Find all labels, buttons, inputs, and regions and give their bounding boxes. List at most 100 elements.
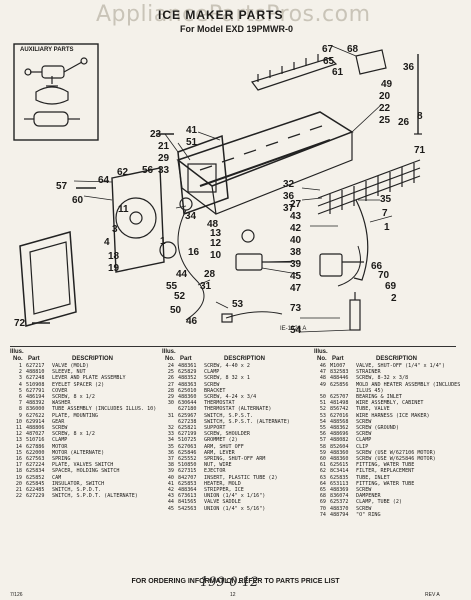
cell-desc: SCREW, 8 x 1/2 (52, 431, 95, 438)
callout-18: 18 (108, 251, 120, 262)
callout-55: 55 (166, 281, 178, 292)
cell-part: 510716 (26, 437, 45, 444)
callout-56: 56 (142, 165, 154, 176)
cell-no: 62 (319, 468, 326, 475)
cell-no: 53 (319, 412, 326, 419)
callout-35: 35 (380, 194, 392, 205)
cell-no: 43 (167, 493, 174, 500)
cell-no: 1 (18, 363, 22, 369)
cell-desc: SLEEVE, NUT (52, 369, 86, 376)
cell-part: 627248 (26, 375, 45, 382)
cell-no: 22 (15, 493, 22, 500)
cell-no: 24 (167, 363, 174, 369)
cell-part: 625834 (26, 468, 45, 475)
cell-part: 486194 (26, 394, 45, 401)
cell-part: 627791 (26, 387, 45, 394)
cell-part: 625615 (330, 462, 349, 469)
cell-part: 488360 (330, 449, 349, 456)
mold-cavities (199, 125, 323, 171)
cabinet-wire (225, 311, 283, 319)
cell-desc: GEAR (52, 418, 65, 425)
diagram-reference-code: IE-1326 A (280, 326, 307, 332)
leader-lines (73, 45, 393, 333)
callout-28: 28 (204, 269, 216, 280)
cell-no: 36 (167, 449, 174, 456)
cell-part: 488696 (330, 431, 349, 438)
cell-no: 44 (167, 499, 174, 506)
cell-no: 11 (15, 425, 22, 432)
cell-desc: SCREW (USE W/627106 MOTOR) (356, 449, 436, 456)
cell-part: 832583 (330, 369, 349, 376)
callout-12: 12 (210, 238, 222, 249)
cell-no: 30 (167, 400, 174, 407)
cell-part: 627238 (178, 418, 197, 425)
cell-no: 6 (18, 394, 22, 401)
callout-2: 2 (391, 293, 397, 304)
callout-38: 38 (290, 247, 302, 258)
cell-no: 74 (319, 511, 326, 518)
cell-part: 488369 (330, 487, 349, 494)
callout-66: 66 (371, 261, 383, 272)
cell-part: 852604 (330, 443, 349, 450)
cell-no: 5 (18, 387, 22, 394)
cell-desc: SCREW, SHOULDER (204, 431, 251, 438)
cell-no: 69 (319, 499, 326, 506)
cell-desc: SCREW (204, 381, 220, 388)
callout-26: 26 (398, 117, 410, 128)
fitting-stack (349, 299, 361, 331)
cell-desc: MOTOR (ALTERNATE) (52, 449, 105, 456)
cell-no: 39 (167, 468, 174, 475)
cell-desc: WASHER (52, 400, 71, 407)
callout-33: 33 (158, 165, 170, 176)
callout-37: 37 (283, 203, 295, 214)
callout-68: 68 (347, 44, 359, 55)
cell-no: 35 (167, 443, 174, 450)
callout-40: 40 (290, 235, 302, 246)
callout-62: 62 (117, 167, 129, 178)
cell-part: 625967 (178, 412, 197, 419)
cell-part: 627063 (178, 443, 197, 450)
cell-desc: TUBE, INLET (356, 474, 390, 481)
cell-no: 21 (15, 487, 22, 494)
cell-part: 836074 (330, 493, 349, 500)
ejector-shaft (199, 139, 331, 187)
callout-53: 53 (232, 299, 244, 310)
cell-part: 625707 (330, 394, 349, 401)
ordering-note: FOR ORDERING INFORMATION REFER TO PARTS … (131, 578, 340, 585)
callout-52: 52 (174, 291, 186, 302)
auxiliary-parts-box (13, 43, 99, 141)
cell-part: M1007 (330, 363, 346, 369)
callout-7: 7 (382, 208, 388, 219)
cell-part: 627016 (330, 412, 349, 419)
callout-67: 67 (322, 44, 334, 55)
callout-51: 51 (186, 137, 198, 148)
fill-cup (355, 49, 387, 75)
cell-no: 49 (319, 381, 326, 388)
cell-part: 510850 (178, 462, 197, 469)
cell-desc: SCREW (52, 425, 68, 432)
